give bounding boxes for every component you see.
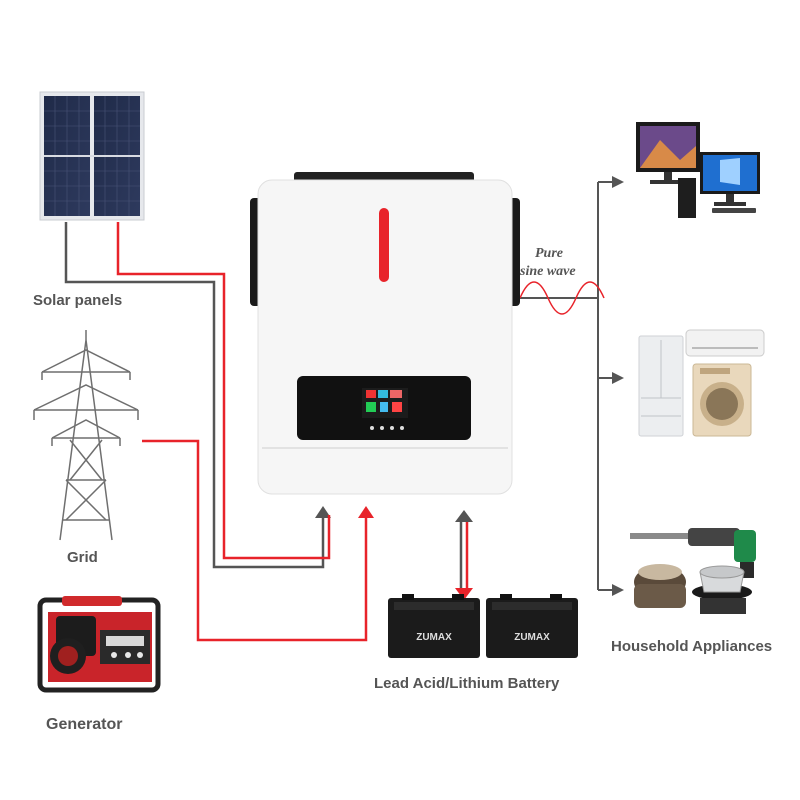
battery-up-arrowhead (455, 510, 473, 522)
battery-label: Lead Acid/Lithium Battery (374, 675, 560, 692)
solar-red-line (116, 222, 331, 560)
grid-label: Grid (67, 549, 98, 566)
solar-panel-icon (39, 91, 145, 221)
grid-red-line (142, 439, 368, 642)
solar-panels-label: Solar panels (33, 292, 123, 309)
generator-icon (37, 596, 161, 693)
solar-gray-arrowhead (315, 506, 331, 518)
transmission-tower-icon (33, 330, 139, 541)
battery-brand-left: ZUMAX (416, 632, 452, 643)
refrigerator-washer-icon (638, 329, 765, 437)
sine-wave-label: sine wave (520, 264, 576, 279)
household-appliances-label: Household Appliances (611, 638, 773, 655)
generator-label: Generator (46, 716, 123, 733)
grid-red-arrowhead (358, 506, 374, 518)
pure-label: Pure (535, 246, 563, 261)
sine-wave (519, 281, 605, 315)
battery-icon: ZUMAX ZUMAX (388, 594, 578, 658)
connection-lines (64, 176, 624, 642)
power-tool-cooker-icon (630, 528, 756, 614)
inverter-icon (250, 172, 520, 495)
computer-icon (636, 122, 760, 218)
battery-brand-right: ZUMAX (514, 632, 550, 643)
